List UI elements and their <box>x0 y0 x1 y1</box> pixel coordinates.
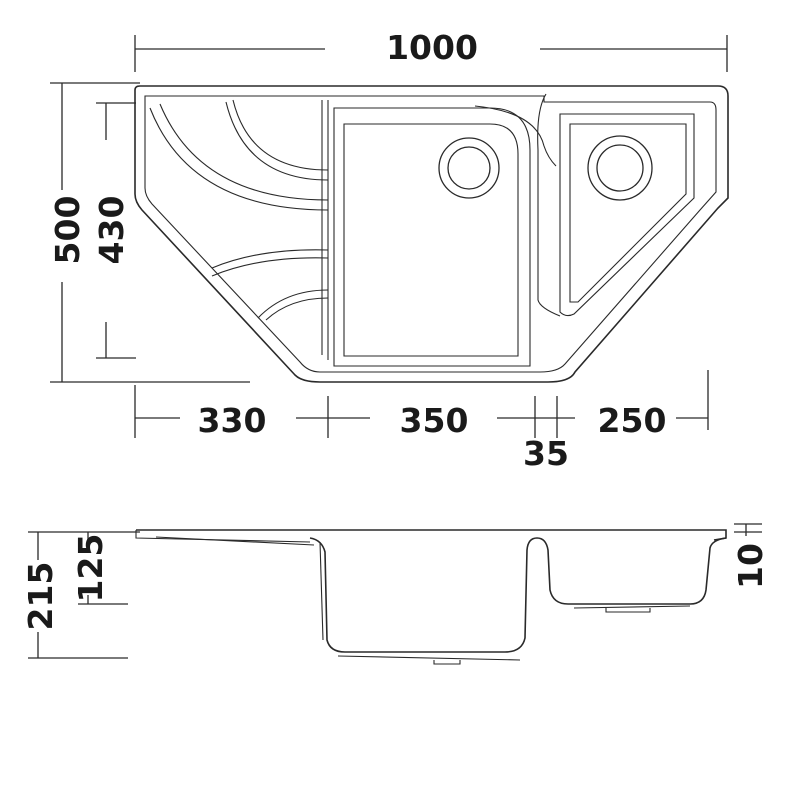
main-bowl-width-label: 350 <box>400 401 469 440</box>
rim-thickness-label: 10 <box>731 543 770 589</box>
dimension-bottom-row: 330 350 35 250 <box>134 370 709 473</box>
overall-width-label: 1000 <box>386 28 478 67</box>
main-bowl <box>333 105 557 367</box>
sink-section-outline <box>135 529 727 665</box>
inner-depth-label: 430 <box>92 196 131 265</box>
small-bowl-width-label: 250 <box>598 401 667 440</box>
small-bowl <box>537 93 695 317</box>
total-height-label: 215 <box>21 562 60 631</box>
dimension-total-height: 215 <box>21 531 140 659</box>
overall-depth-label: 500 <box>48 196 87 265</box>
divider-width-label: 35 <box>523 434 569 473</box>
section-view: 215 125 10 <box>21 523 770 665</box>
dimension-rim-thickness: 10 <box>731 523 770 589</box>
small-drain-icon <box>587 135 653 201</box>
dimension-overall-width: 1000 <box>134 28 728 72</box>
plan-view: 1000 500 430 <box>48 28 729 473</box>
sink-outline <box>134 85 729 383</box>
dimension-bowl-depth: 125 <box>71 532 128 605</box>
bowl-depth-label: 125 <box>71 534 110 603</box>
drainer-width-label: 330 <box>198 401 267 440</box>
dimension-overall-depth: 500 <box>48 82 250 383</box>
drainer-board <box>149 99 329 360</box>
dimension-inner-depth: 430 <box>92 102 136 359</box>
main-drain-icon <box>438 137 500 199</box>
